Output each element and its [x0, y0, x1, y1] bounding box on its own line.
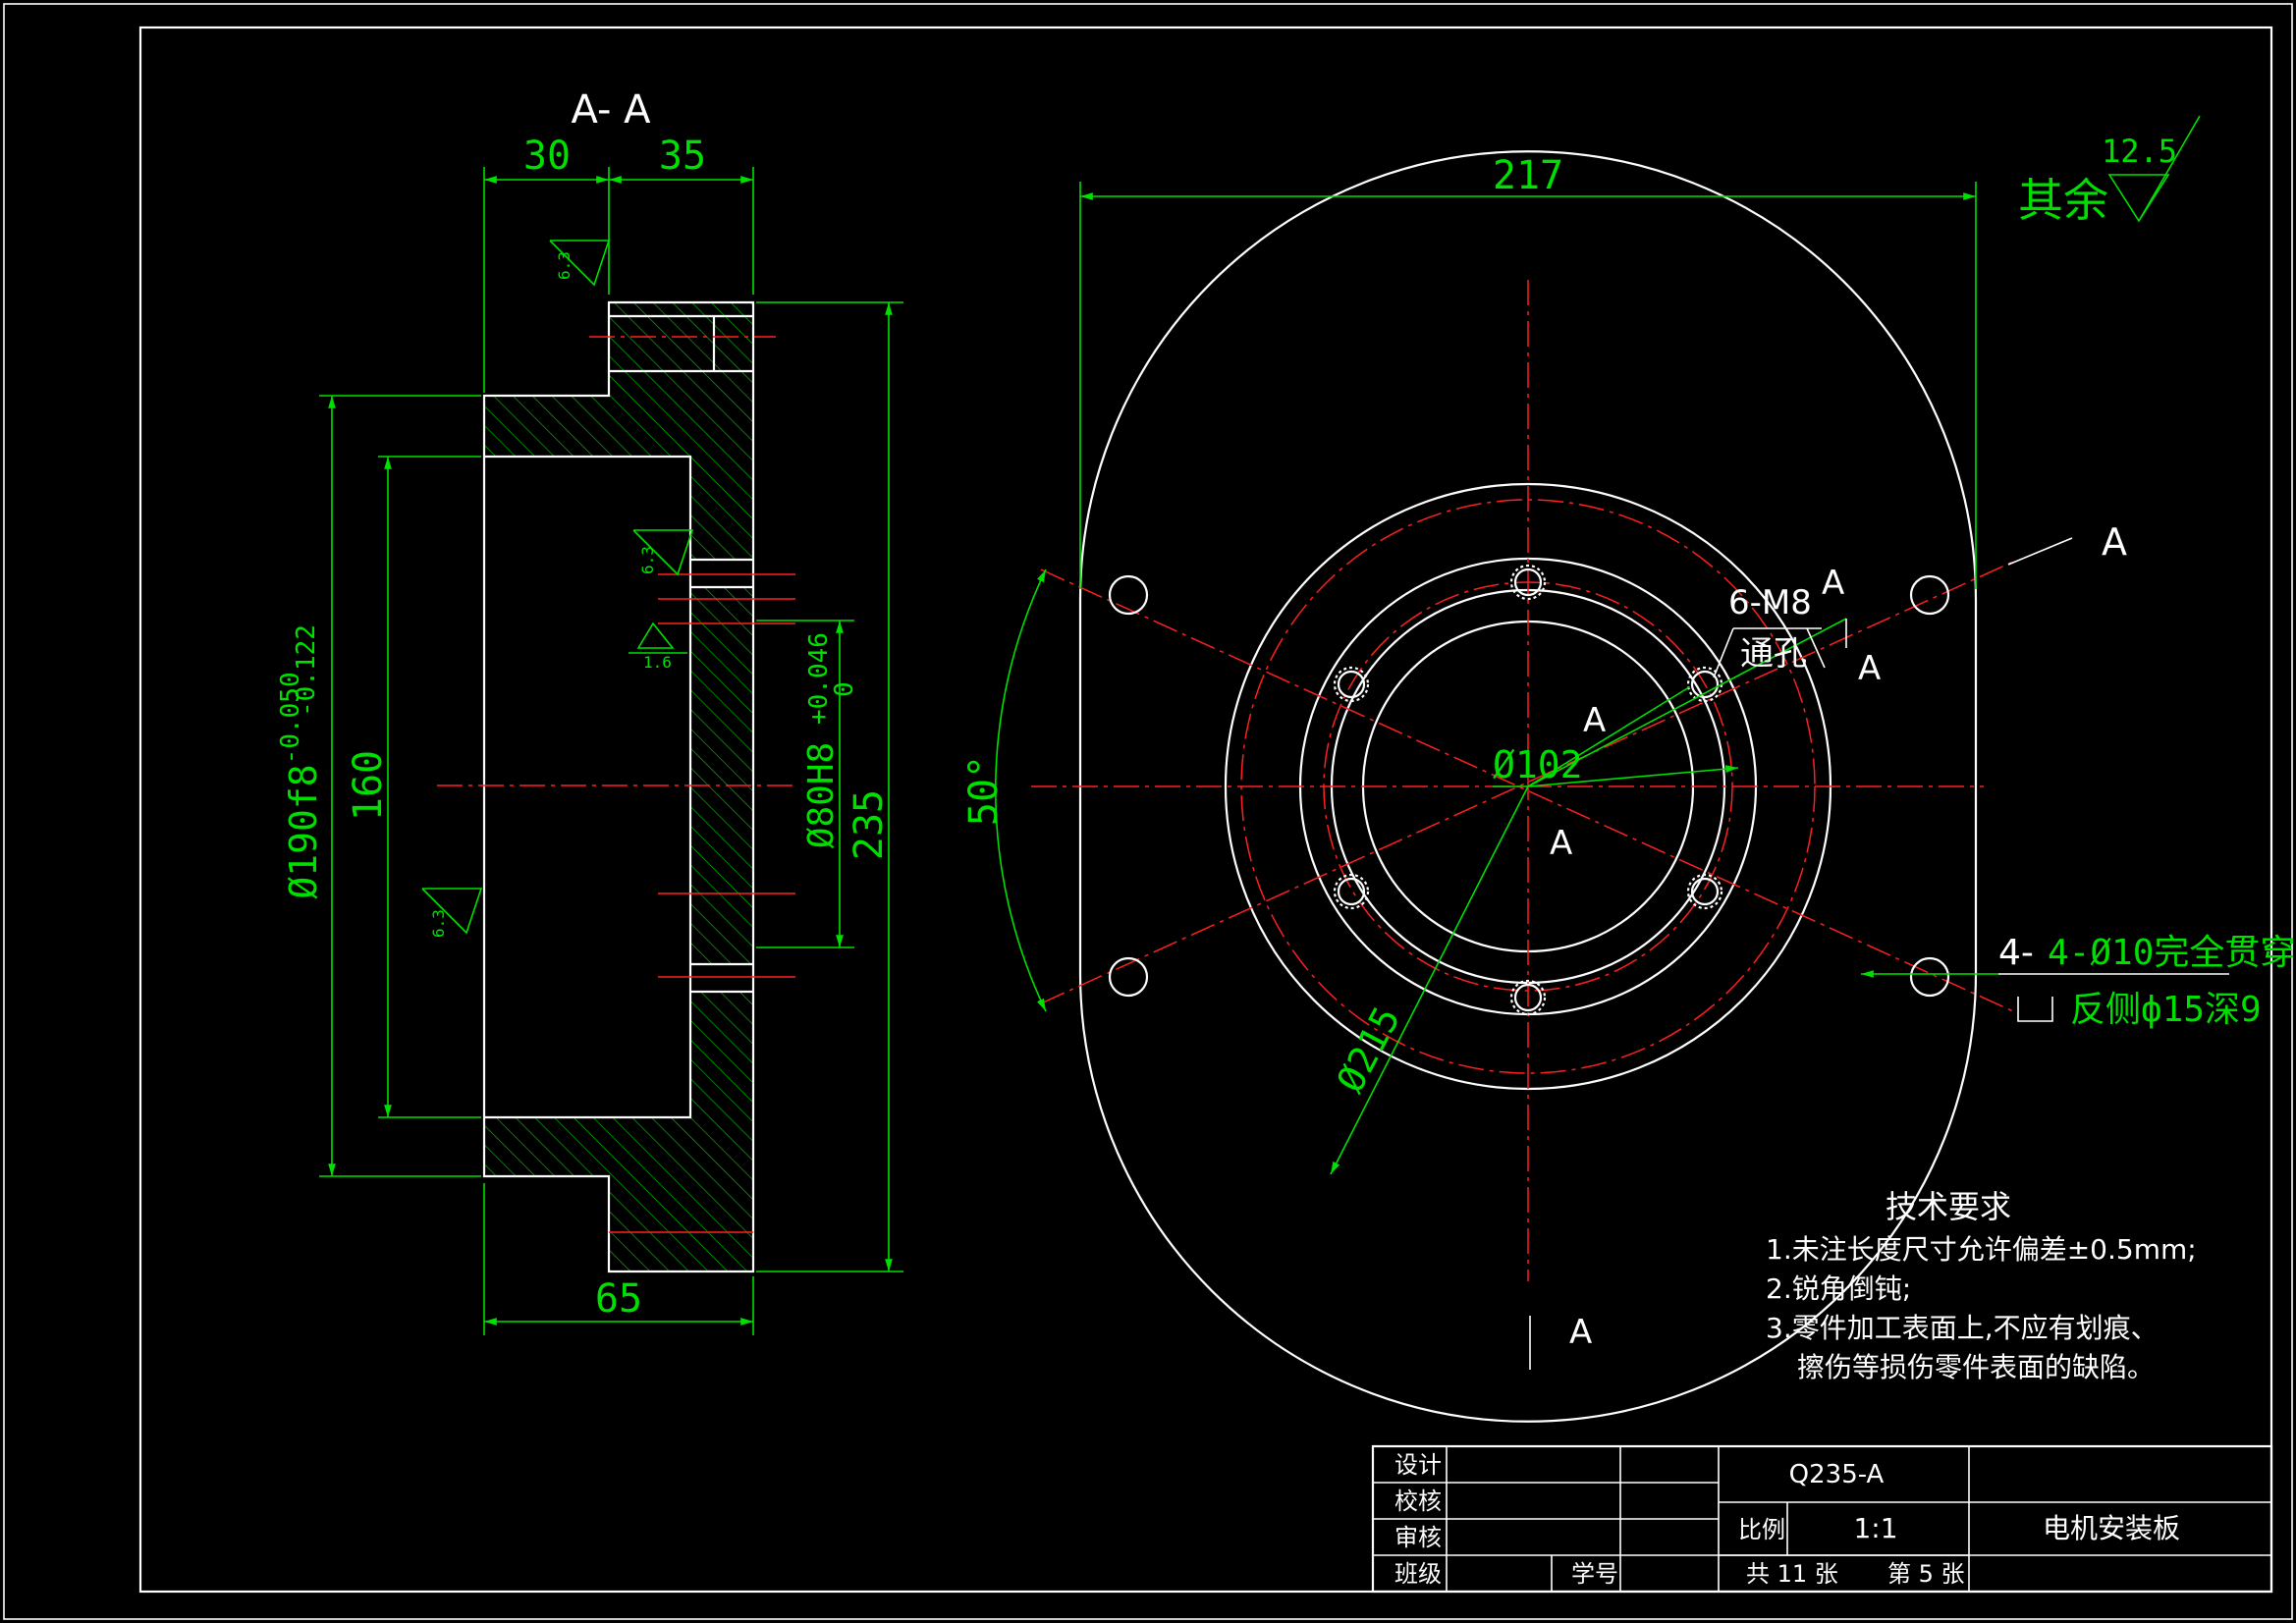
section-hatch-right-mid: [690, 587, 753, 964]
section-bore-outline: [484, 455, 692, 1119]
label-a-5: A: [1569, 1313, 1592, 1352]
dim-dia-215: Ø215: [1329, 1000, 1409, 1099]
tb-total-sheets: 共 11 张: [1746, 1560, 1838, 1588]
dim-30: 30: [523, 134, 571, 179]
section-outline: [482, 300, 755, 1273]
section-hatch-top: [484, 302, 753, 560]
svg-text:1.6: 1.6: [643, 653, 672, 672]
dim-bore: Ø80H8: [801, 742, 842, 848]
dim-outer-dia: Ø190f8: [282, 764, 325, 898]
hole-note-line2: 反侧ф15深9: [2070, 990, 2262, 1030]
diagonal-centerline-1: [1040, 568, 2014, 1012]
section-title: A- A: [572, 87, 652, 133]
inner-frame: [138, 26, 2273, 1594]
dim-160: 160: [346, 750, 391, 821]
label-a-4: A: [1550, 824, 1572, 863]
tb-class: 班级: [1394, 1560, 1442, 1588]
d10-holes: [1108, 574, 1950, 998]
thread-note: 通孔: [1740, 634, 1807, 674]
label-a-3: A: [1583, 701, 1606, 740]
counterbore-top: [609, 314, 753, 373]
dim-217: 217: [1493, 153, 1563, 198]
tech-item-1: 1.未注长度尺寸允许偏差±0.5mm;: [1766, 1233, 2197, 1266]
dim-bore-upper: +0.046: [804, 632, 834, 725]
dim-bore-lower: 0: [830, 681, 859, 697]
hole-upper: [690, 558, 753, 589]
section-hatch-bottom: [484, 992, 753, 1271]
dim-50-deg: 50°: [961, 755, 1007, 826]
tech-requirements: 技术要求 1.未注长度尺寸允许偏差±0.5mm; 2.锐角倒钝; 3.零件加工表…: [1766, 1188, 2197, 1383]
dim-235: 235: [847, 789, 892, 860]
tb-student-no: 学号: [1571, 1560, 1618, 1588]
roughness-symbol-4: 6.3: [421, 888, 483, 938]
tb-scale-value: 1:1: [1853, 1512, 1897, 1544]
front-view: 217 50° Ø102 Ø215 A A A A A A 6-M8 通孔 4-…: [961, 149, 2295, 1424]
surface-finish-prefix: 其余: [2018, 174, 2108, 227]
tb-check: 校核: [1394, 1488, 1442, 1515]
svg-text:6.3: 6.3: [555, 251, 574, 280]
hole-note-prefix: 4-: [1998, 933, 2034, 973]
tb-material: Q235-A: [1789, 1460, 1885, 1489]
label-a-1: A: [1822, 564, 1844, 603]
tb-scale-label: 比例: [1738, 1516, 1785, 1543]
dim-65: 65: [595, 1276, 642, 1322]
tb-design: 设计: [1394, 1451, 1442, 1479]
m8-holes: [1333, 564, 1723, 1016]
svg-text:6.3: 6.3: [429, 909, 448, 938]
dim-35: 35: [659, 134, 706, 179]
hole-lower: [690, 962, 753, 994]
roughness-symbol-3: 1.6: [629, 622, 687, 672]
tech-item-3: 3.零件加工表面上,不应有划痕、: [1766, 1312, 2159, 1344]
counterbore-symbol: [2017, 997, 2053, 1022]
dim-outer-dia-lower: -0.122: [292, 624, 321, 717]
tech-title: 技术要求: [1886, 1188, 2011, 1225]
label-a-section: A: [2102, 520, 2127, 564]
title-block: 设计 校核 审核 班级 学号 Q235-A 比例 1:1 共 11 张 第 5 …: [1371, 1444, 2273, 1594]
surface-finish-value: 12.5: [2102, 133, 2177, 170]
angle-arc: [995, 568, 1047, 1012]
diagonal-centerline-2: [1040, 561, 2014, 1004]
section-line-a: [1527, 618, 1847, 787]
section-view: 30 35 A- A 65 Ø190f8-0.050 -0.122 160 Ø8…: [276, 87, 903, 1335]
tb-sheet-no: 第 5 张: [1887, 1560, 1965, 1588]
tb-part-name: 电机安装板: [2043, 1512, 2180, 1544]
svg-text:Ø190f8-0.050: Ø190f8-0.050: [276, 672, 325, 898]
outer-frame: [3, 3, 2293, 1620]
roughness-symbol-2: 6.3: [632, 529, 694, 576]
thread-label: 6-M8: [1728, 583, 1812, 622]
section-cut-mark-top: [2007, 537, 2073, 566]
tb-review: 审核: [1394, 1524, 1442, 1551]
dim-outer-dia-upper: -0.050: [276, 672, 305, 764]
svg-text:6.3: 6.3: [638, 546, 657, 574]
tech-item-4: 擦伤等损伤零件表面的缺陷。: [1797, 1351, 2155, 1383]
hole-note-line1: 4-Ø10完全贯穿: [2048, 933, 2295, 973]
label-a-2: A: [1858, 649, 1881, 688]
tech-item-2: 2.锐角倒钝;: [1766, 1272, 1911, 1305]
roughness-symbol-1: 6.3: [549, 240, 611, 287]
surface-finish-note: 其余 12.5: [2018, 115, 2201, 227]
